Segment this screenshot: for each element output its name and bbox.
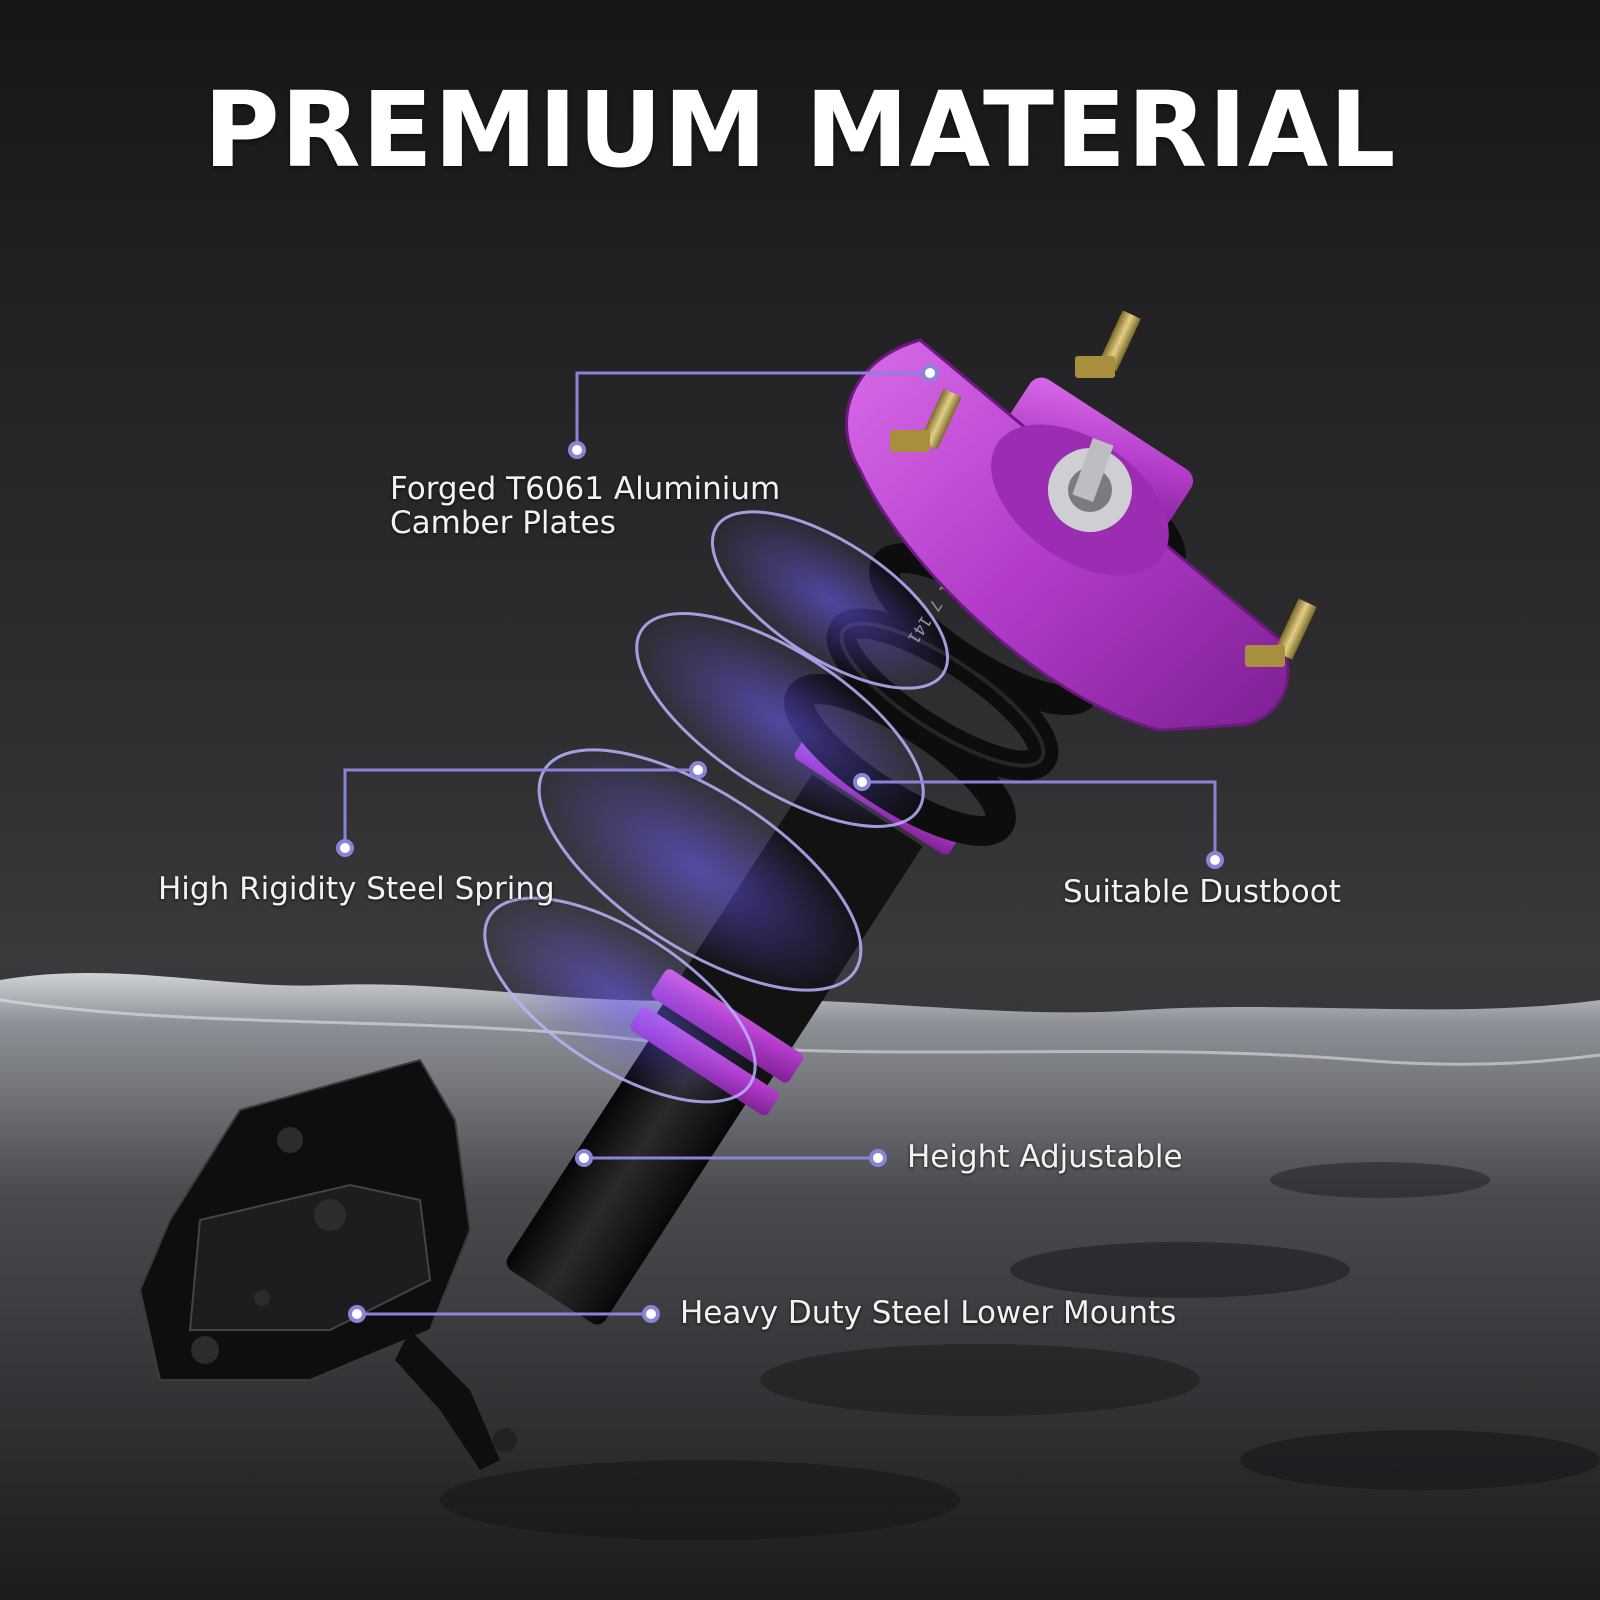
callout-camber-plates-line1: Forged T6061 Aluminium	[390, 471, 781, 507]
lower-mount-bracket	[138, 1058, 517, 1470]
callout-line-dustboot	[862, 780, 1217, 860]
callout-height-adjustable: Height Adjustable	[907, 1139, 1183, 1175]
callout-line-spring	[343, 768, 698, 848]
callout-camber-plates-line2: Camber Plates	[390, 505, 616, 541]
mounting-stud-top	[1075, 310, 1141, 378]
center-nut	[1072, 438, 1114, 502]
glow-rings	[480, 508, 952, 1106]
callout-dustboot: Suitable Dustboot	[1063, 874, 1341, 910]
callout-line-camber	[575, 371, 930, 450]
mounting-stud-right	[1245, 598, 1317, 667]
callout-camber-plates: Forged T6061 Aluminium Camber Plates	[390, 472, 780, 540]
callout-dots	[336, 364, 1224, 1323]
mounting-stud-left	[890, 388, 962, 452]
callout-lower-mounts: Heavy Duty Steel Lower Mounts	[680, 1295, 1177, 1331]
camber-plate	[845, 338, 1290, 732]
callout-steel-spring: High Rigidity Steel Spring	[158, 871, 555, 907]
callout-lines	[343, 371, 1217, 1316]
page-title: PREMIUM MATERIAL	[203, 69, 1397, 191]
